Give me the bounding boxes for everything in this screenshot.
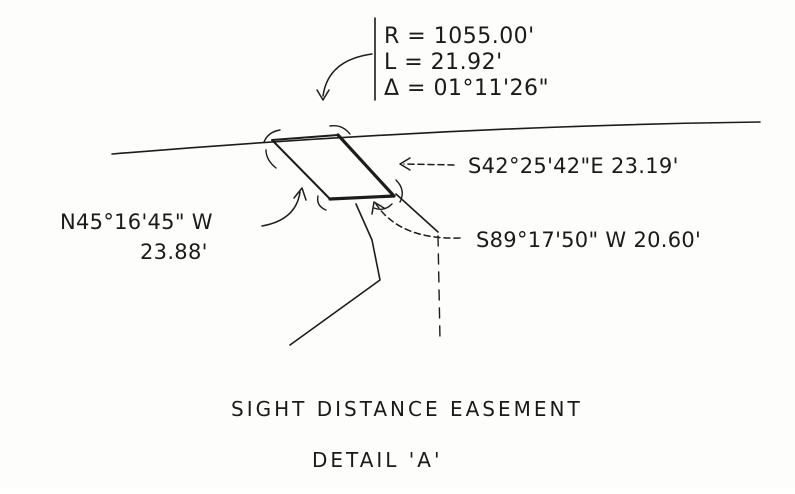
right-of-way-curve [111, 121, 761, 155]
corner-arc-nw [263, 129, 281, 143]
easement-east-side-heavy [336, 133, 396, 198]
corner-arc-se-2 [373, 203, 393, 211]
corner-arc-sw [316, 195, 327, 211]
east-side-bearing-label: S42°25'42"E 23.19' [468, 154, 679, 178]
curve-length-label: L = 21.92' [384, 50, 503, 75]
corner-arc-ne [329, 124, 351, 135]
west-side-distance-label: 23.88' [140, 240, 208, 264]
curve-delta-label: Δ = 01°11'26" [384, 76, 549, 101]
south-side-bearing-label: S89°17'50" W 20.60' [476, 228, 701, 252]
road-centerline-dashed [437, 235, 441, 341]
easement-south-side-heavy [328, 194, 396, 201]
corner-arc-nw-2 [265, 149, 277, 169]
detail-label: DETAIL 'A' [312, 448, 442, 472]
curve-data-arrowhead [316, 89, 330, 101]
road-edge-right [395, 193, 439, 233]
west-side-bearing-label: N45°16'45" W [60, 210, 213, 234]
curve-data-leader [322, 53, 373, 97]
west-side-arrowhead [293, 187, 307, 201]
west-side-leader [261, 191, 301, 227]
easement-title: SIGHT DISTANCE EASEMENT [231, 397, 583, 421]
easement-parcel [271, 134, 395, 200]
curve-radius-label: R = 1055.00' [384, 24, 535, 49]
south-side-arrowhead [371, 201, 385, 215]
road-edge-left [289, 203, 381, 346]
east-side-leader [403, 163, 455, 166]
east-side-arrowhead [399, 157, 411, 171]
corner-arc-se [395, 179, 403, 203]
south-side-leader [375, 203, 461, 239]
